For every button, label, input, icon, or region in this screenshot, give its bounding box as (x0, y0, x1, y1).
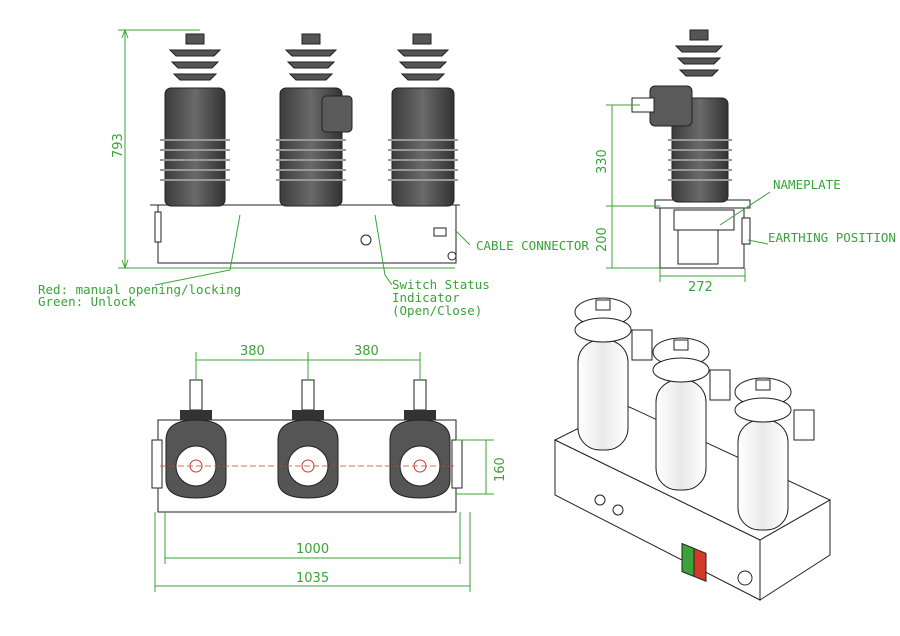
label-nameplate: NAMEPLATE (773, 177, 841, 192)
dim-side-width: 272 (688, 280, 713, 295)
label-lock-green: Green: Unlock (38, 294, 136, 309)
front-pole-right (388, 33, 458, 207)
label-switch-status-3: (Open/Close) (392, 303, 483, 318)
dim-base-height: 160 (493, 457, 508, 482)
dim-phase-spacing-1: 380 (240, 344, 265, 359)
top-pole-2 (277, 379, 339, 499)
top-pole-3 (389, 379, 451, 499)
dim-base-width-inner: 1000 (296, 542, 330, 557)
top-pole-1 (165, 379, 227, 499)
dim-front-height: 793 (111, 133, 126, 158)
dim-side-top: 330 (595, 149, 610, 174)
dim-phase-spacing-2: 380 (354, 344, 379, 359)
front-view (118, 28, 471, 286)
side-view (606, 29, 771, 282)
top-view (151, 352, 494, 592)
label-earthing-position: EARTHING POSITION (768, 230, 896, 245)
front-pole-left (160, 33, 230, 207)
label-switch-status-1: Switch Status (392, 277, 490, 292)
iso-pole-2 (652, 337, 731, 491)
dim-base-width-outer: 1035 (296, 571, 330, 586)
iso-pole-3 (734, 377, 815, 531)
iso-pole-1 (574, 297, 653, 451)
front-pole-middle (276, 33, 353, 207)
dim-side-bottom: 200 (595, 227, 610, 252)
label-lock-red: Red: manual opening/locking (38, 282, 242, 297)
isometric-view (553, 297, 832, 601)
label-cable-connector: CABLE CONNECTOR (476, 238, 589, 253)
label-switch-status-2: Indicator (392, 290, 460, 305)
